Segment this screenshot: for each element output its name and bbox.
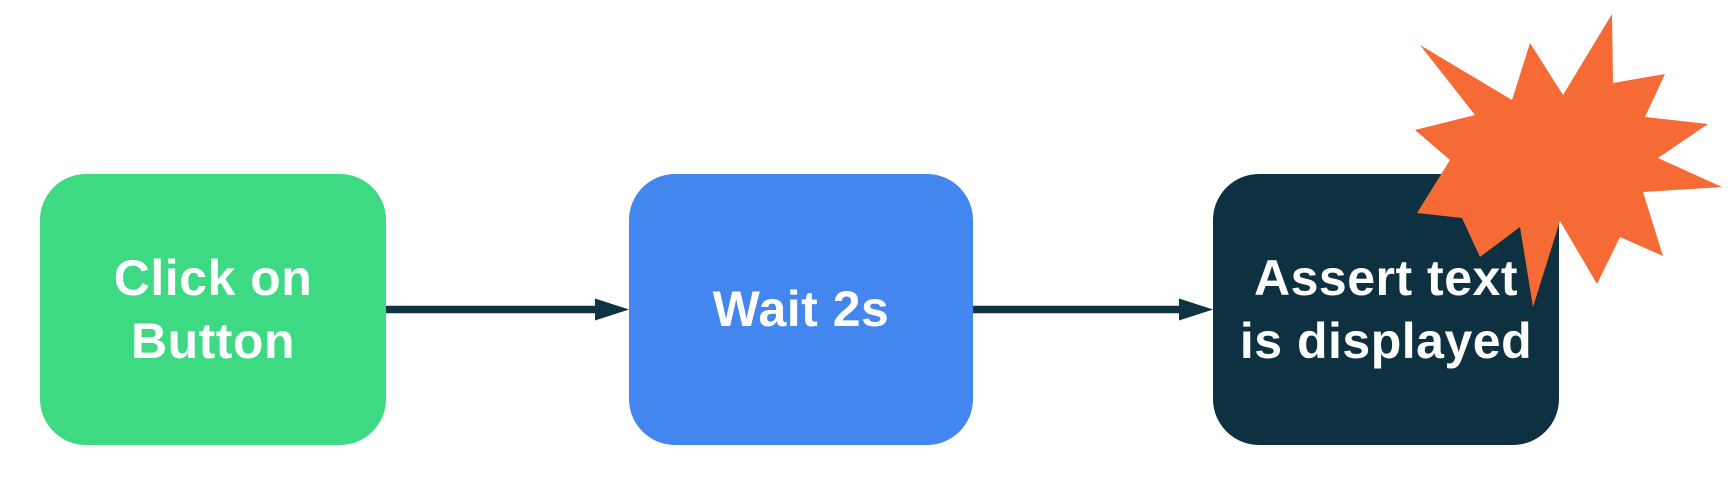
node-wait-2s[interactable]: Wait 2s xyxy=(629,174,973,445)
arrow-head-icon xyxy=(595,298,629,321)
node-assert-text-is-displayed[interactable]: Assert text is displayed xyxy=(1213,174,1559,445)
node-label-line: is displayed xyxy=(1239,312,1533,369)
node-label-line: Button xyxy=(130,312,296,369)
node-click-on-button[interactable]: Click on Button xyxy=(40,174,386,445)
arrow-step2-to-step3 xyxy=(973,298,1213,321)
arrow-step1-to-step2 xyxy=(386,298,629,321)
node-label-line: Wait 2s xyxy=(712,281,890,337)
arrow-head-icon xyxy=(1179,298,1213,321)
node-label-line: Click on xyxy=(113,249,313,306)
node-label-line: Assert text xyxy=(1254,249,1518,306)
